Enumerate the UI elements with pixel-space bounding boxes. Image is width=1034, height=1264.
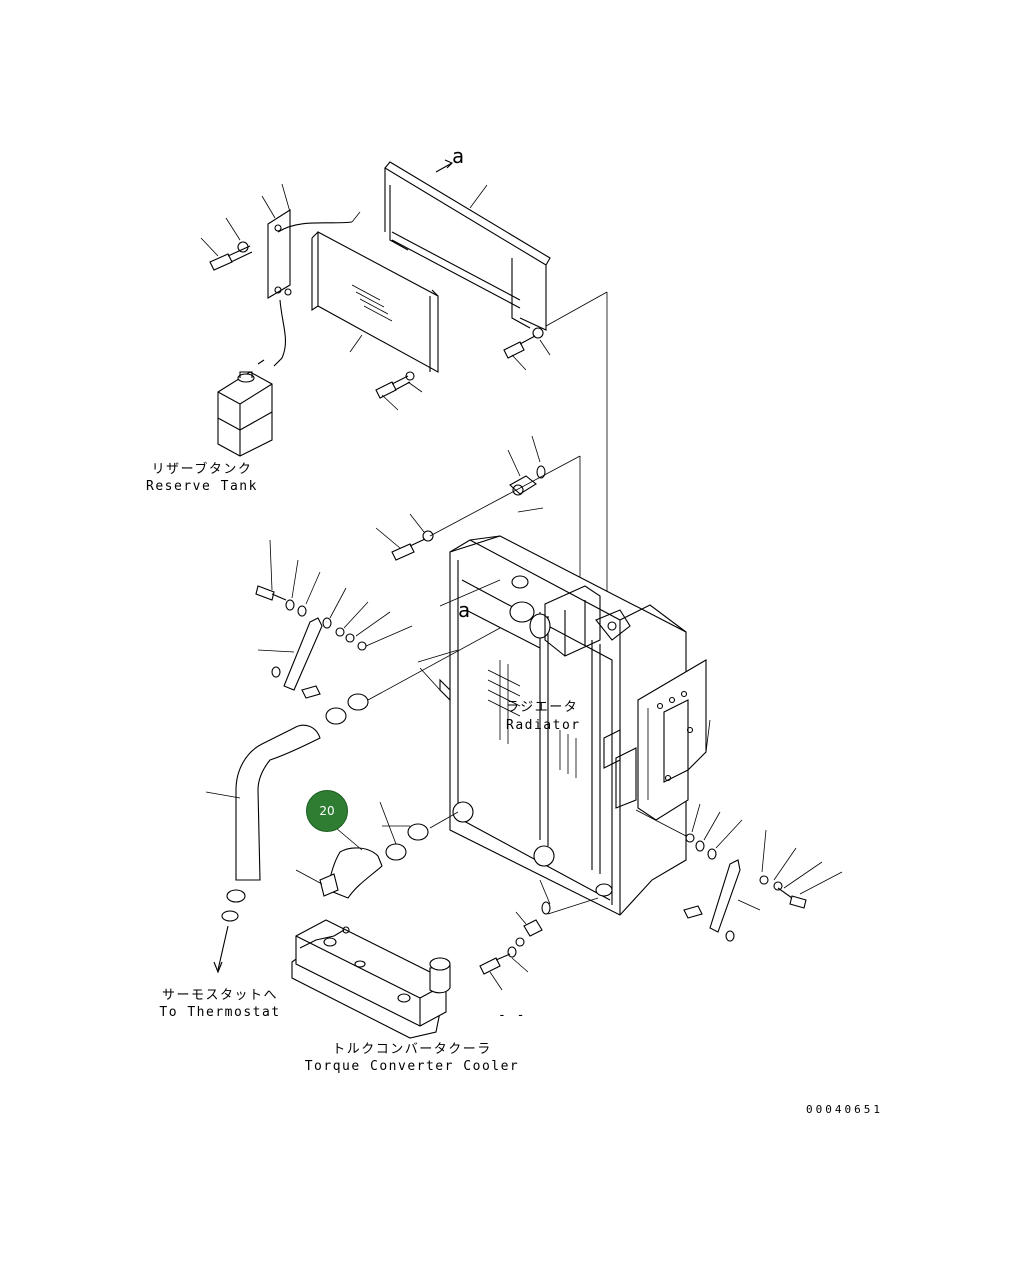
- torque-converter-label-jp: トルクコンバータクーラ: [332, 1042, 492, 1057]
- left-stay-and-bolts: [255, 539, 413, 699]
- section-letter-a-top: a: [452, 144, 465, 168]
- right-stay-and-bolts: [635, 803, 843, 942]
- bolt-group-top-left: [200, 217, 253, 271]
- part-callout-number: 20: [319, 804, 335, 818]
- section-letter-a-radiator: a: [458, 598, 471, 622]
- lower-hose-and-clamps: [295, 801, 459, 899]
- radiator-label-jp: ラジエータ: [506, 700, 579, 715]
- bolt-group-condenser: [375, 327, 551, 411]
- upper-hose-and-clamps: [205, 627, 501, 974]
- thermostat-label-jp: サーモスタットへ: [161, 988, 278, 1003]
- upper-bracket: [384, 159, 608, 331]
- torque-converter-label-en: Torque Converter Cooler: [304, 1059, 520, 1074]
- radiator-top-fittings: [375, 292, 608, 650]
- stray-dash-mark: - -: [498, 1008, 526, 1023]
- side-shroud: [637, 659, 711, 821]
- drawing-number: 00040651: [806, 1103, 883, 1116]
- radiator: [417, 535, 687, 916]
- thermostat-label-en: To Thermostat: [159, 1005, 281, 1020]
- radiator-label-en: Radiator: [506, 718, 581, 733]
- drain-fittings: [479, 879, 599, 991]
- torque-converter-cooler: [291, 919, 451, 1039]
- reserve-tank-label-en: Reserve Tank: [146, 479, 258, 494]
- condenser-panel: [311, 231, 439, 373]
- part-callout-badge[interactable]: 20: [306, 790, 348, 832]
- reserve-tank: [217, 359, 273, 457]
- reserve-tank-label-jp: リザーブタンク: [151, 462, 253, 477]
- reserve-tank-bracket: [261, 183, 361, 367]
